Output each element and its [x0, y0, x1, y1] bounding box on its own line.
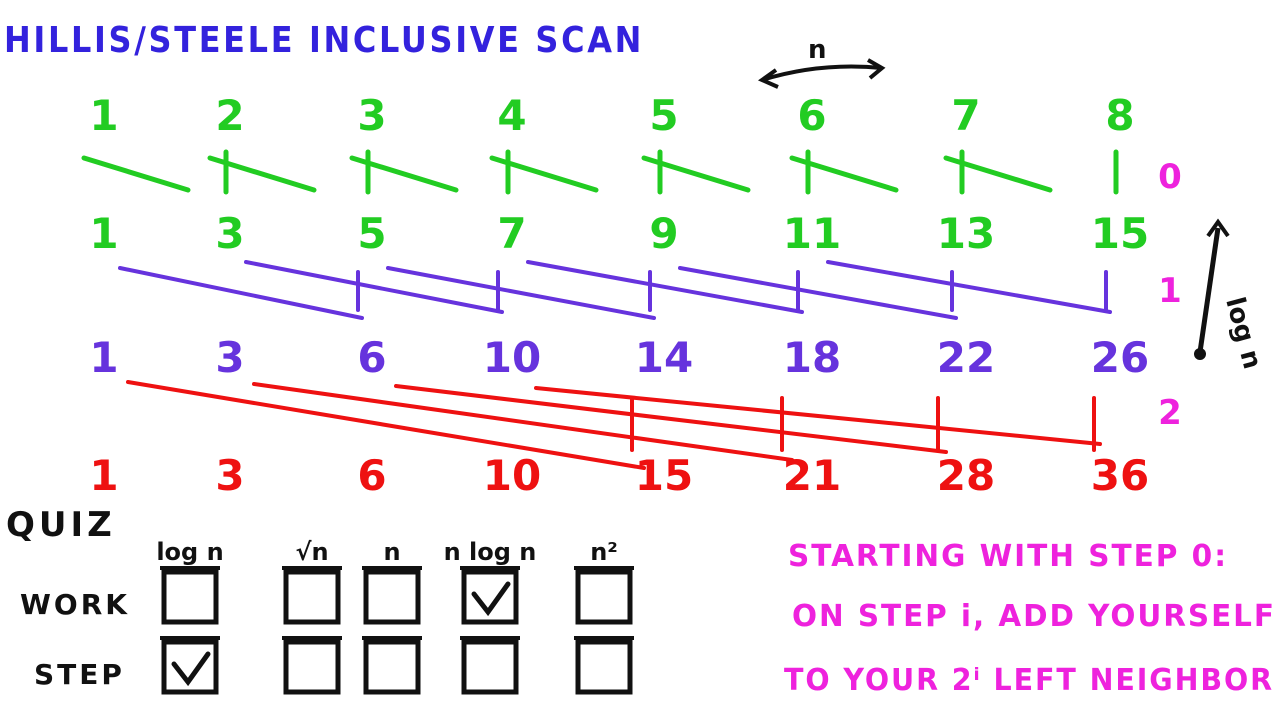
height-arrow-icon	[1194, 218, 1230, 360]
scan-value: 13	[937, 209, 995, 258]
quiz-column-label: n log n	[444, 538, 537, 566]
step-number: 0	[1158, 157, 1182, 197]
checkbox-frame	[461, 569, 519, 625]
scan-value: 3	[215, 209, 244, 258]
quiz-checkbox-step[interactable]	[574, 636, 634, 695]
step1-diagonal	[678, 266, 958, 320]
scan-value: 28	[937, 451, 995, 500]
checkmark-icon	[471, 581, 511, 617]
scan-value: 26	[1091, 333, 1149, 382]
scan-value: 10	[483, 451, 541, 500]
scan-value: 3	[357, 91, 386, 140]
checkbox-frame	[363, 639, 421, 695]
step1-diagonal	[526, 260, 804, 314]
quiz-checkbox-step[interactable]	[282, 636, 342, 695]
quiz-row-label: STEP	[34, 658, 125, 691]
quiz-column-label: √n	[295, 538, 328, 566]
scan-value: 5	[357, 209, 386, 258]
scan-value: 36	[1091, 451, 1149, 500]
scan-value: 15	[1091, 209, 1149, 258]
scan-value: 3	[215, 333, 244, 382]
step1-diagonal	[118, 266, 364, 320]
checkbox-frame	[575, 639, 633, 695]
scan-value: 2	[215, 91, 244, 140]
scan-value: 22	[937, 333, 995, 382]
scan-value: 1	[89, 209, 118, 258]
checkbox-frame	[161, 569, 219, 625]
quiz-checkbox-step[interactable]	[460, 636, 520, 695]
title: HILLIS/STEELE INCLUSIVE SCAN	[4, 20, 644, 61]
scan-value: 1	[89, 451, 118, 500]
step-number: 1	[1158, 271, 1182, 311]
scan-value: 4	[497, 91, 526, 140]
span-label: n	[808, 35, 827, 65]
scan-value: 15	[635, 451, 693, 500]
span-arrow-icon	[757, 58, 886, 89]
scan-value: 5	[649, 91, 678, 140]
step2-diagonal	[252, 382, 794, 462]
scan-value: 14	[635, 333, 693, 382]
quiz-checkbox-work[interactable]	[574, 566, 634, 625]
step2-diagonal	[534, 386, 1102, 446]
scan-value: 6	[797, 91, 826, 140]
quiz-checkbox-step[interactable]	[160, 636, 220, 695]
scan-value: 1	[89, 333, 118, 382]
checkmark-icon	[171, 651, 211, 687]
scan-value: 3	[215, 451, 244, 500]
checkbox-frame	[461, 639, 519, 695]
quiz-column-label: log n	[156, 538, 223, 566]
step-number: 2	[1158, 393, 1182, 433]
checkbox-frame	[363, 569, 421, 625]
quiz: QUIZ log n √n n n log n n² WORK STEP	[6, 505, 634, 695]
scan-value: 1	[89, 91, 118, 140]
scan-value: 10	[483, 333, 541, 382]
scan-value: 8	[1105, 91, 1134, 140]
checkbox-frame	[575, 569, 633, 625]
scan-value: 18	[783, 333, 841, 382]
checkbox-frame	[161, 639, 219, 695]
scan-value: 9	[649, 209, 678, 258]
note-line: STARTING WITH STEP 0:	[788, 539, 1228, 574]
quiz-checkbox-work[interactable]	[160, 566, 220, 625]
step1-diagonal	[244, 260, 504, 314]
quiz-title: QUIZ	[6, 505, 116, 545]
checkbox-frame	[283, 569, 341, 625]
scan-value: 6	[357, 333, 386, 382]
scan-value: 6	[357, 451, 386, 500]
note-line: ON STEP i, ADD YOURSELF	[792, 599, 1276, 634]
quiz-checkbox-work[interactable]	[460, 566, 520, 625]
scan-value: 7	[951, 91, 980, 140]
step2-diagonal	[126, 380, 646, 470]
scan-value: 7	[497, 209, 526, 258]
step0-diagonal	[81, 155, 191, 193]
step-numbers: 0 1 2	[1158, 157, 1182, 433]
quiz-column-label: n²	[590, 538, 618, 566]
quiz-column-label: n	[383, 538, 400, 566]
quiz-checkbox-work[interactable]	[282, 566, 342, 625]
scan-value: 11	[783, 209, 841, 258]
note-line: TO YOUR 2ⁱ LEFT NEIGHBOR	[784, 663, 1274, 698]
step1-diagonal	[826, 260, 1112, 314]
quiz-row-label: WORK	[20, 588, 130, 621]
scan-connections	[81, 149, 1119, 470]
step2-diagonal	[394, 384, 948, 454]
height-label: log n	[1219, 294, 1267, 372]
quiz-checkbox-work[interactable]	[362, 566, 422, 625]
rule-note: STARTING WITH STEP 0: ON STEP i, ADD YOUR…	[784, 539, 1276, 698]
step1-diagonal	[386, 266, 656, 320]
checkbox-frame	[283, 639, 341, 695]
quiz-checkbox-step[interactable]	[362, 636, 422, 695]
